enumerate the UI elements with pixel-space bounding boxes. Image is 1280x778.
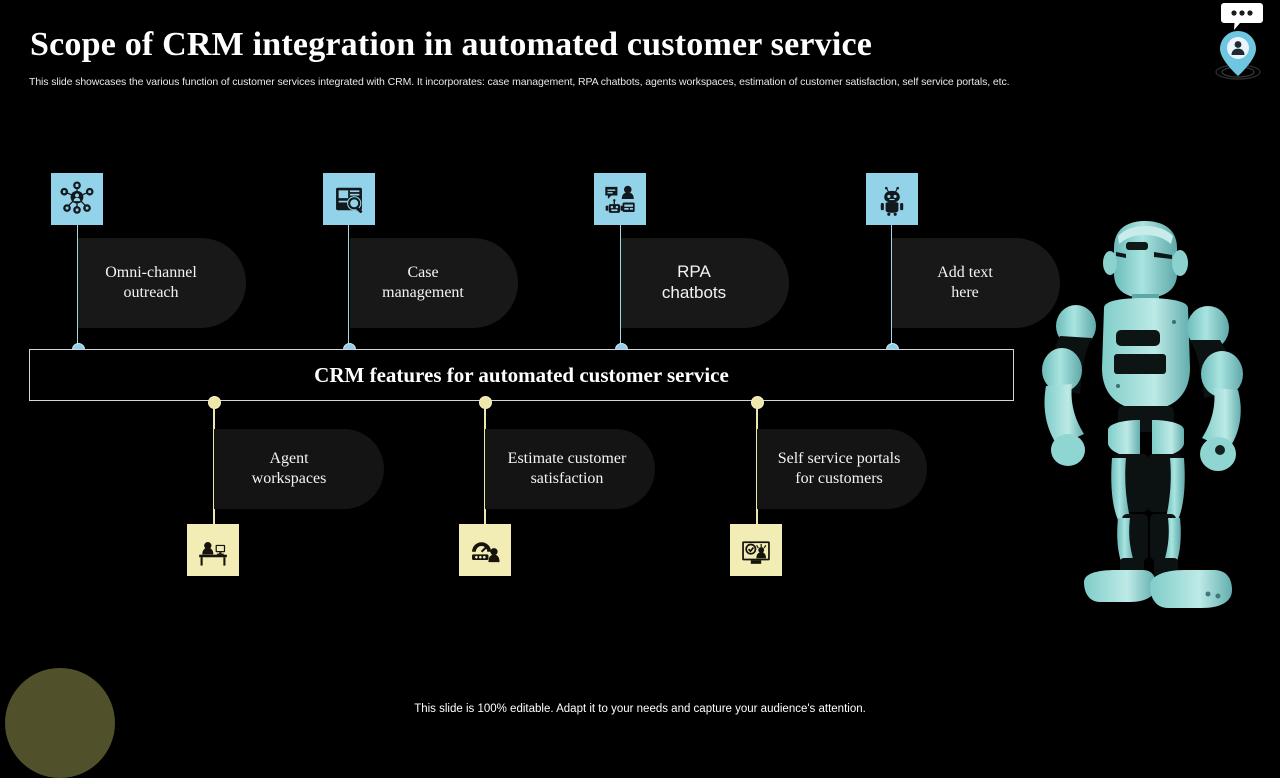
slide-root: Scope of CRM integration in automated cu… [5, 2, 1280, 778]
connector-line-top-1 [77, 225, 78, 350]
satisfaction-gauge-icon[interactable] [459, 524, 511, 576]
connector-line-bottom-1 [213, 402, 215, 532]
pill-bottom-1-label: Agent workspaces [251, 450, 327, 487]
pill-bottom-3[interactable]: Self service portals for customers [757, 429, 927, 509]
pill-top-1-label: Omni-channel outreach [105, 264, 197, 301]
pill-top-2-label: Case management [382, 264, 464, 301]
connector-line-top-2 [348, 225, 349, 350]
connector-line-bottom-2 [484, 402, 486, 532]
center-banner: CRM features for automated customer serv… [29, 349, 1014, 401]
connector-dot-bottom-1 [208, 396, 221, 409]
connector-line-top-4 [891, 225, 892, 350]
humanoid-robot-image [1022, 218, 1280, 638]
omni-channel-network-icon[interactable] [51, 173, 103, 225]
page-title: Scope of CRM integration in automated cu… [30, 26, 873, 63]
pill-bottom-1[interactable]: Agent workspaces [214, 429, 384, 509]
pill-top-3-label: RPA chatbots [661, 262, 727, 302]
connector-dot-bottom-2 [479, 396, 492, 409]
chat-bubble-dots-icon [1220, 2, 1264, 32]
pill-bottom-3-label: Self service portals for customers [777, 450, 901, 487]
page-subtitle: This slide showcases the various functio… [29, 76, 1010, 88]
pill-top-4[interactable]: Add text here [892, 238, 1060, 328]
pill-bottom-2-label: Estimate customer satisfaction [507, 450, 627, 487]
pill-top-2[interactable]: Case management [350, 238, 518, 328]
footer-note: This slide is 100% editable. Adapt it to… [414, 703, 866, 715]
agent-desk-icon[interactable] [187, 524, 239, 576]
pill-top-4-label: Add text here [937, 264, 993, 301]
pill-bottom-2[interactable]: Estimate customer satisfaction [485, 429, 655, 509]
location-pin-person-icon [1214, 28, 1262, 80]
corner-circle-decoration [5, 668, 115, 778]
pill-top-1[interactable]: Omni-channel outreach [78, 238, 246, 328]
self-service-portal-icon[interactable] [730, 524, 782, 576]
connector-dot-bottom-3 [751, 396, 764, 409]
connector-line-bottom-3 [756, 402, 758, 532]
center-banner-text: CRM features for automated customer serv… [314, 362, 729, 387]
document-search-icon[interactable] [323, 173, 375, 225]
chatbot-grid-icon[interactable] [594, 173, 646, 225]
robot-icon[interactable] [866, 173, 918, 225]
connector-line-top-3 [620, 225, 621, 350]
pill-top-3[interactable]: RPA chatbots [621, 238, 789, 328]
